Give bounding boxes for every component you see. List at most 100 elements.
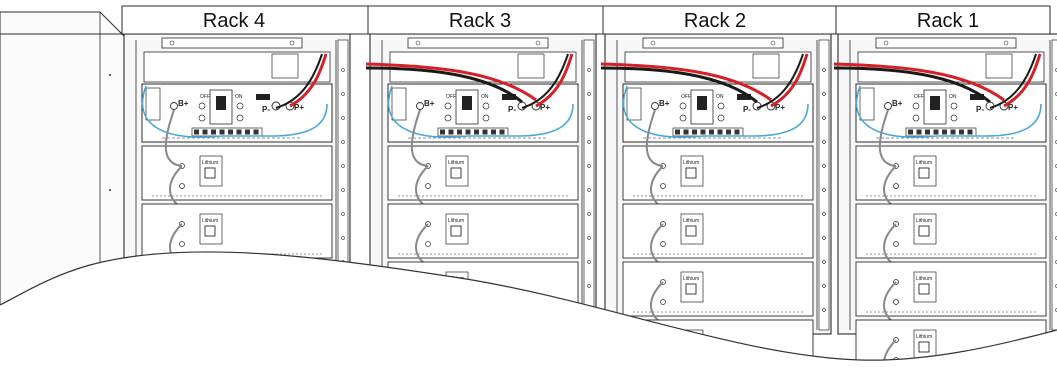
module-frame xyxy=(141,203,333,259)
terminal-positive-label: P+ xyxy=(294,103,304,112)
communication-cable xyxy=(387,85,574,138)
rail-hole xyxy=(587,308,591,312)
breaker-toggle xyxy=(930,96,940,110)
module-port xyxy=(685,167,697,179)
connector-port xyxy=(933,129,939,135)
connector-port xyxy=(211,129,216,135)
negative-power-cable xyxy=(365,66,523,104)
module-terminal xyxy=(425,357,431,361)
module-port xyxy=(450,283,462,295)
rail-hole xyxy=(341,68,345,72)
mount-screw xyxy=(679,102,687,110)
module-label: Lithium xyxy=(916,160,932,166)
terminal-positive-label: P+ xyxy=(775,103,785,112)
rail-hole xyxy=(587,164,591,168)
switch-on-label: ON xyxy=(716,94,724,100)
mount-screw xyxy=(717,102,725,110)
module-frame xyxy=(387,319,579,361)
module-frame xyxy=(622,203,814,259)
module-label: Lithium xyxy=(683,160,699,166)
mount-screw xyxy=(444,114,452,122)
rail-hole xyxy=(341,164,345,168)
handle xyxy=(145,87,161,121)
battery-terminal xyxy=(884,102,892,110)
battery-module: Lithium xyxy=(141,145,333,209)
wall-mark xyxy=(109,74,111,76)
rail-hole xyxy=(341,92,345,96)
rack-label-cell xyxy=(367,5,604,35)
connector-port xyxy=(228,129,233,135)
module-port xyxy=(918,167,930,179)
status-display xyxy=(970,94,984,100)
positive-riser xyxy=(289,53,328,108)
terminal-positive-label: P+ xyxy=(1008,103,1018,112)
mount-screw xyxy=(198,114,206,122)
side-rail xyxy=(1051,39,1057,331)
module-terminal xyxy=(425,299,431,305)
positive-power-cable xyxy=(600,62,772,102)
connector-port xyxy=(700,129,706,135)
module-terminal xyxy=(893,183,899,189)
battery-lead-cable xyxy=(878,109,897,167)
rail-hole xyxy=(341,212,345,216)
connector-port xyxy=(474,129,479,135)
module-frame xyxy=(387,203,579,259)
module-frame xyxy=(387,145,579,201)
connector-port xyxy=(916,129,922,135)
battery-lead-cable xyxy=(164,109,183,167)
connector-port xyxy=(942,129,947,135)
top-bracket xyxy=(407,37,549,49)
module-panel xyxy=(680,329,704,361)
switch-on-label: ON xyxy=(949,94,957,100)
connector-port xyxy=(950,129,956,135)
battery-terminal-label: B+ xyxy=(424,99,435,108)
module-frame xyxy=(622,319,814,361)
handle xyxy=(391,87,407,121)
upper-bracket xyxy=(752,53,780,79)
connector-port xyxy=(675,129,680,135)
battery-terminal-label: B+ xyxy=(659,99,670,108)
mount-screw xyxy=(236,102,244,110)
module-label: Lithium xyxy=(202,218,218,224)
rail-hole xyxy=(822,68,826,72)
mount-screw xyxy=(912,102,920,110)
positive-riser xyxy=(1003,53,1042,108)
connector-port xyxy=(465,129,471,135)
rail-hole xyxy=(341,188,345,192)
module-terminal xyxy=(893,299,899,305)
rack-label-cell xyxy=(121,5,369,35)
connector-port xyxy=(202,129,208,135)
mount-screw xyxy=(950,102,958,110)
battery-terminal-label: B+ xyxy=(178,99,189,108)
rail-hole xyxy=(341,236,345,240)
connector-port xyxy=(967,129,973,135)
rail-hole xyxy=(587,68,591,72)
rail-hole xyxy=(822,284,826,288)
positive-riser xyxy=(770,53,809,108)
module-terminal xyxy=(660,337,666,343)
rail-hole xyxy=(587,116,591,120)
battery-terminal xyxy=(416,102,424,110)
module-port xyxy=(918,283,930,295)
connector-port xyxy=(717,129,723,135)
battery-lead-cable xyxy=(410,109,429,167)
series-jumper-cable xyxy=(883,339,897,361)
bracket-screw xyxy=(535,40,541,46)
module-label: Lithium xyxy=(448,218,464,224)
connector-port xyxy=(726,129,731,135)
negative-power-cable xyxy=(600,66,758,104)
rail-hole xyxy=(341,116,345,120)
rail-hole xyxy=(587,260,591,264)
module-frame xyxy=(855,145,1047,201)
bracket-screw xyxy=(770,40,776,46)
module-terminal xyxy=(425,221,431,227)
bracket-screw xyxy=(883,40,889,46)
negative-power-cable xyxy=(833,66,991,104)
mount-screw xyxy=(236,114,244,122)
module-port xyxy=(204,225,216,237)
